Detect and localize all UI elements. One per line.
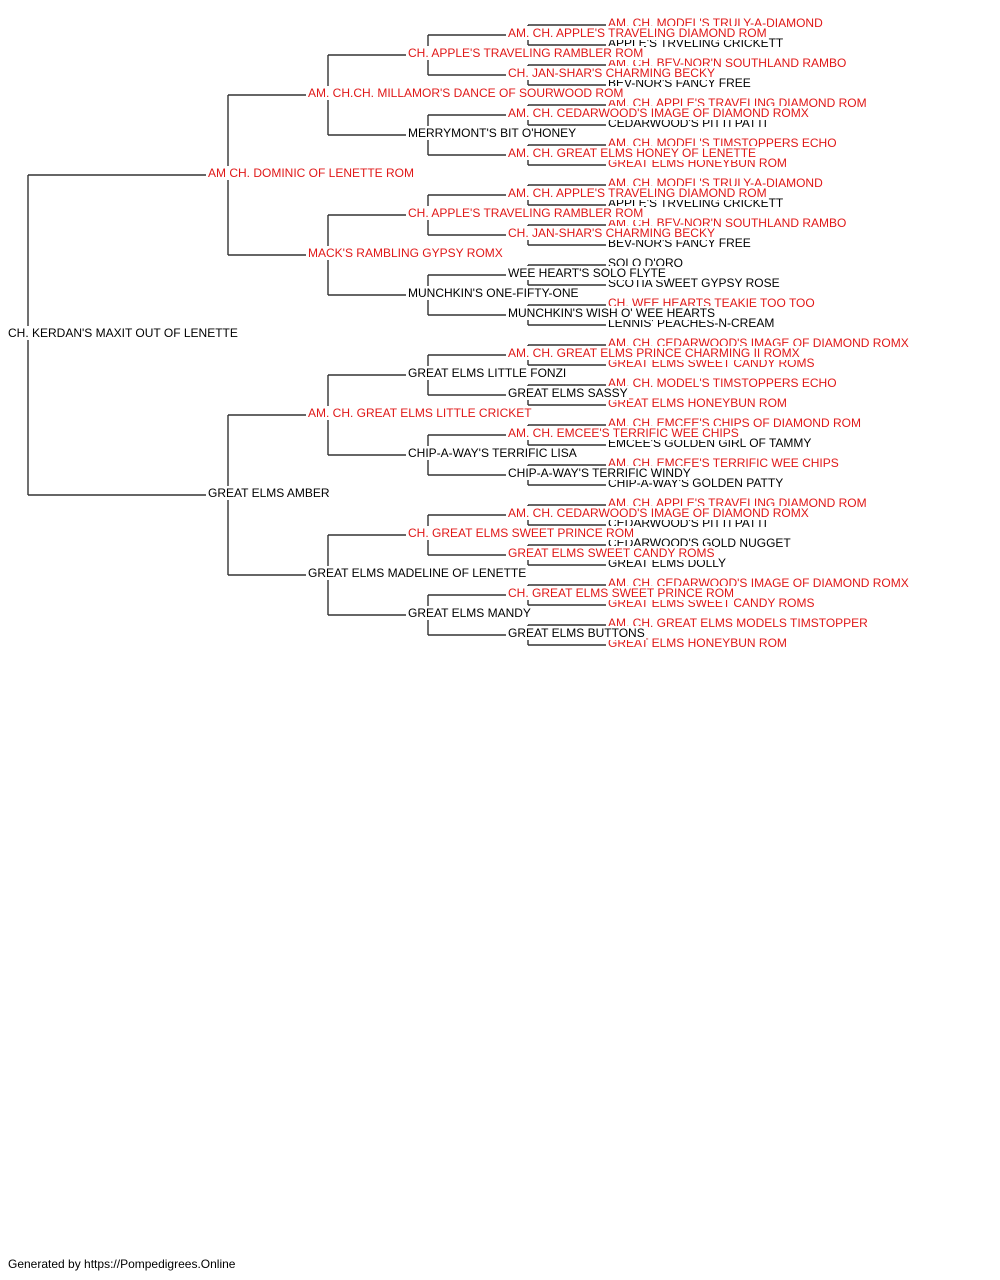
dog-name-gen4: AM. CH. APPLE'S TRAVELING DIAMOND ROM	[508, 26, 768, 40]
dog-name-gen4: CH. JAN-SHAR'S CHARMING BECKY	[508, 226, 716, 240]
dog-name-gen5: GREAT ELMS HONEYBUN ROM	[608, 396, 788, 410]
dog-name-gen5: AM. CH. MODEL'S TIMSTOPPERS ECHO	[608, 376, 838, 390]
dog-name-gen4: GREAT ELMS SASSY	[508, 386, 629, 400]
dog-name-gen1: GREAT ELMS AMBER	[208, 486, 331, 500]
dog-name-gen3: MUNCHKIN'S ONE-FIFTY-ONE	[408, 286, 580, 300]
dog-name-gen1: AM CH. DOMINIC OF LENETTE ROM	[208, 166, 416, 180]
dog-name-gen4: AM. CH. EMCEE'S TERRIFIC WEE CHIPS	[508, 426, 740, 440]
dog-name-gen4: CH. GREAT ELMS SWEET PRINCE ROM	[508, 586, 736, 600]
dog-name-gen4: AM. CH. GREAT ELMS HONEY OF LENETTE	[508, 146, 758, 160]
dog-name-gen4: WEE HEART'S SOLO FLYTE	[508, 266, 667, 280]
dog-name-gen5: GREAT ELMS HONEYBUN ROM	[608, 636, 788, 650]
dog-name-gen4: AM. CH. CEDARWOOD'S IMAGE OF DIAMOND ROM…	[508, 106, 810, 120]
dog-name-gen3: CHIP-A-WAY'S TERRIFIC LISA	[408, 446, 578, 460]
dog-name-gen2: MACK'S RAMBLING GYPSY ROMX	[308, 246, 504, 260]
dog-name-gen4: GREAT ELMS SWEET CANDY ROMS	[508, 546, 716, 560]
dog-name-gen4: AM. CH. CEDARWOOD'S IMAGE OF DIAMOND ROM…	[508, 506, 810, 520]
dog-name-gen3: CH. GREAT ELMS SWEET PRINCE ROM	[408, 526, 636, 540]
dog-name-gen5: AM. CH. GREAT ELMS MODELS TIMSTOPPER	[608, 616, 869, 630]
dog-name-gen4: CHIP-A-WAY'S TERRIFIC WINDY	[508, 466, 692, 480]
dog-name-gen3: CH. APPLE'S TRAVELING RAMBLER ROM	[408, 46, 645, 60]
dog-name-gen4: GREAT ELMS BUTTONS	[508, 626, 646, 640]
dog-name-gen3: GREAT ELMS LITTLE FONZI	[408, 366, 568, 380]
dog-name-gen4: MUNCHKIN'S WISH O' WEE HEARTS	[508, 306, 717, 320]
generated-by-footer: Generated by https://Pompedigrees.Online	[8, 1257, 236, 1271]
dog-name-gen2: AM. CH. GREAT ELMS LITTLE CRICKET	[308, 406, 533, 420]
dog-name-gen2: GREAT ELMS MADELINE OF LENETTE	[308, 566, 528, 580]
dog-name-gen3: GREAT ELMS MANDY	[408, 606, 532, 620]
dog-name-gen4: AM. CH. APPLE'S TRAVELING DIAMOND ROM	[508, 186, 768, 200]
dog-name-gen3: CH. APPLE'S TRAVELING RAMBLER ROM	[408, 206, 645, 220]
dog-name-gen2: AM. CH.CH. MILLAMOR'S DANCE OF SOURWOOD …	[308, 86, 625, 100]
dog-name-gen4: CH. JAN-SHAR'S CHARMING BECKY	[508, 66, 716, 80]
dog-name-gen4: AM. CH. GREAT ELMS PRINCE CHARMING II RO…	[508, 346, 801, 360]
dog-name-gen0: CH. KERDAN'S MAXIT OUT OF LENETTE	[8, 326, 239, 340]
dog-name-gen3: MERRYMONT'S BIT O'HONEY	[408, 126, 578, 140]
